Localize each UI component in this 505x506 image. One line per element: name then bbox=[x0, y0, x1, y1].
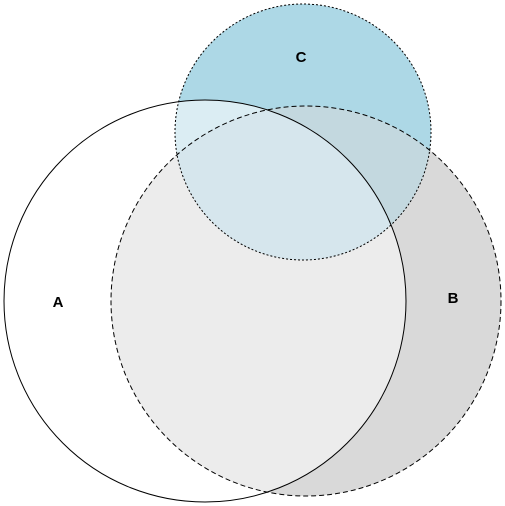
set-a-outline bbox=[3, 99, 407, 503]
set-b-label: B bbox=[448, 290, 459, 307]
set-b-outline bbox=[110, 105, 502, 497]
set-a-label: A bbox=[53, 294, 64, 311]
set-c-outline bbox=[174, 3, 432, 261]
set-c-label: C bbox=[296, 49, 307, 66]
region-a-and-b-and-c bbox=[175, 106, 406, 260]
